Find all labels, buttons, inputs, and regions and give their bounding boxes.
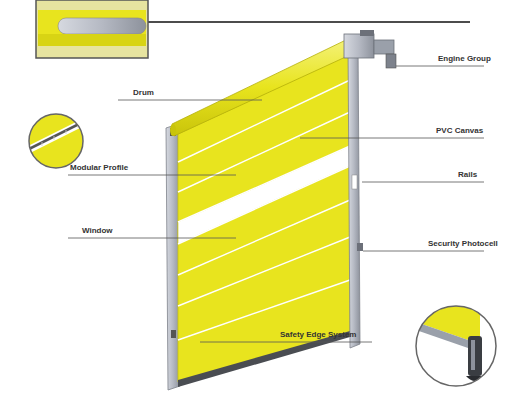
part-label: Rails	[458, 170, 477, 180]
part-label: PVC Canvas	[436, 126, 483, 136]
part-label: Window	[82, 226, 113, 236]
part-label: Engine Group	[438, 54, 491, 64]
part-label: Safety Edge System	[280, 330, 356, 340]
part-label: Modular Profile	[70, 163, 128, 173]
part-label: Security Photocell	[428, 239, 498, 249]
part-label: Drum	[133, 88, 154, 98]
